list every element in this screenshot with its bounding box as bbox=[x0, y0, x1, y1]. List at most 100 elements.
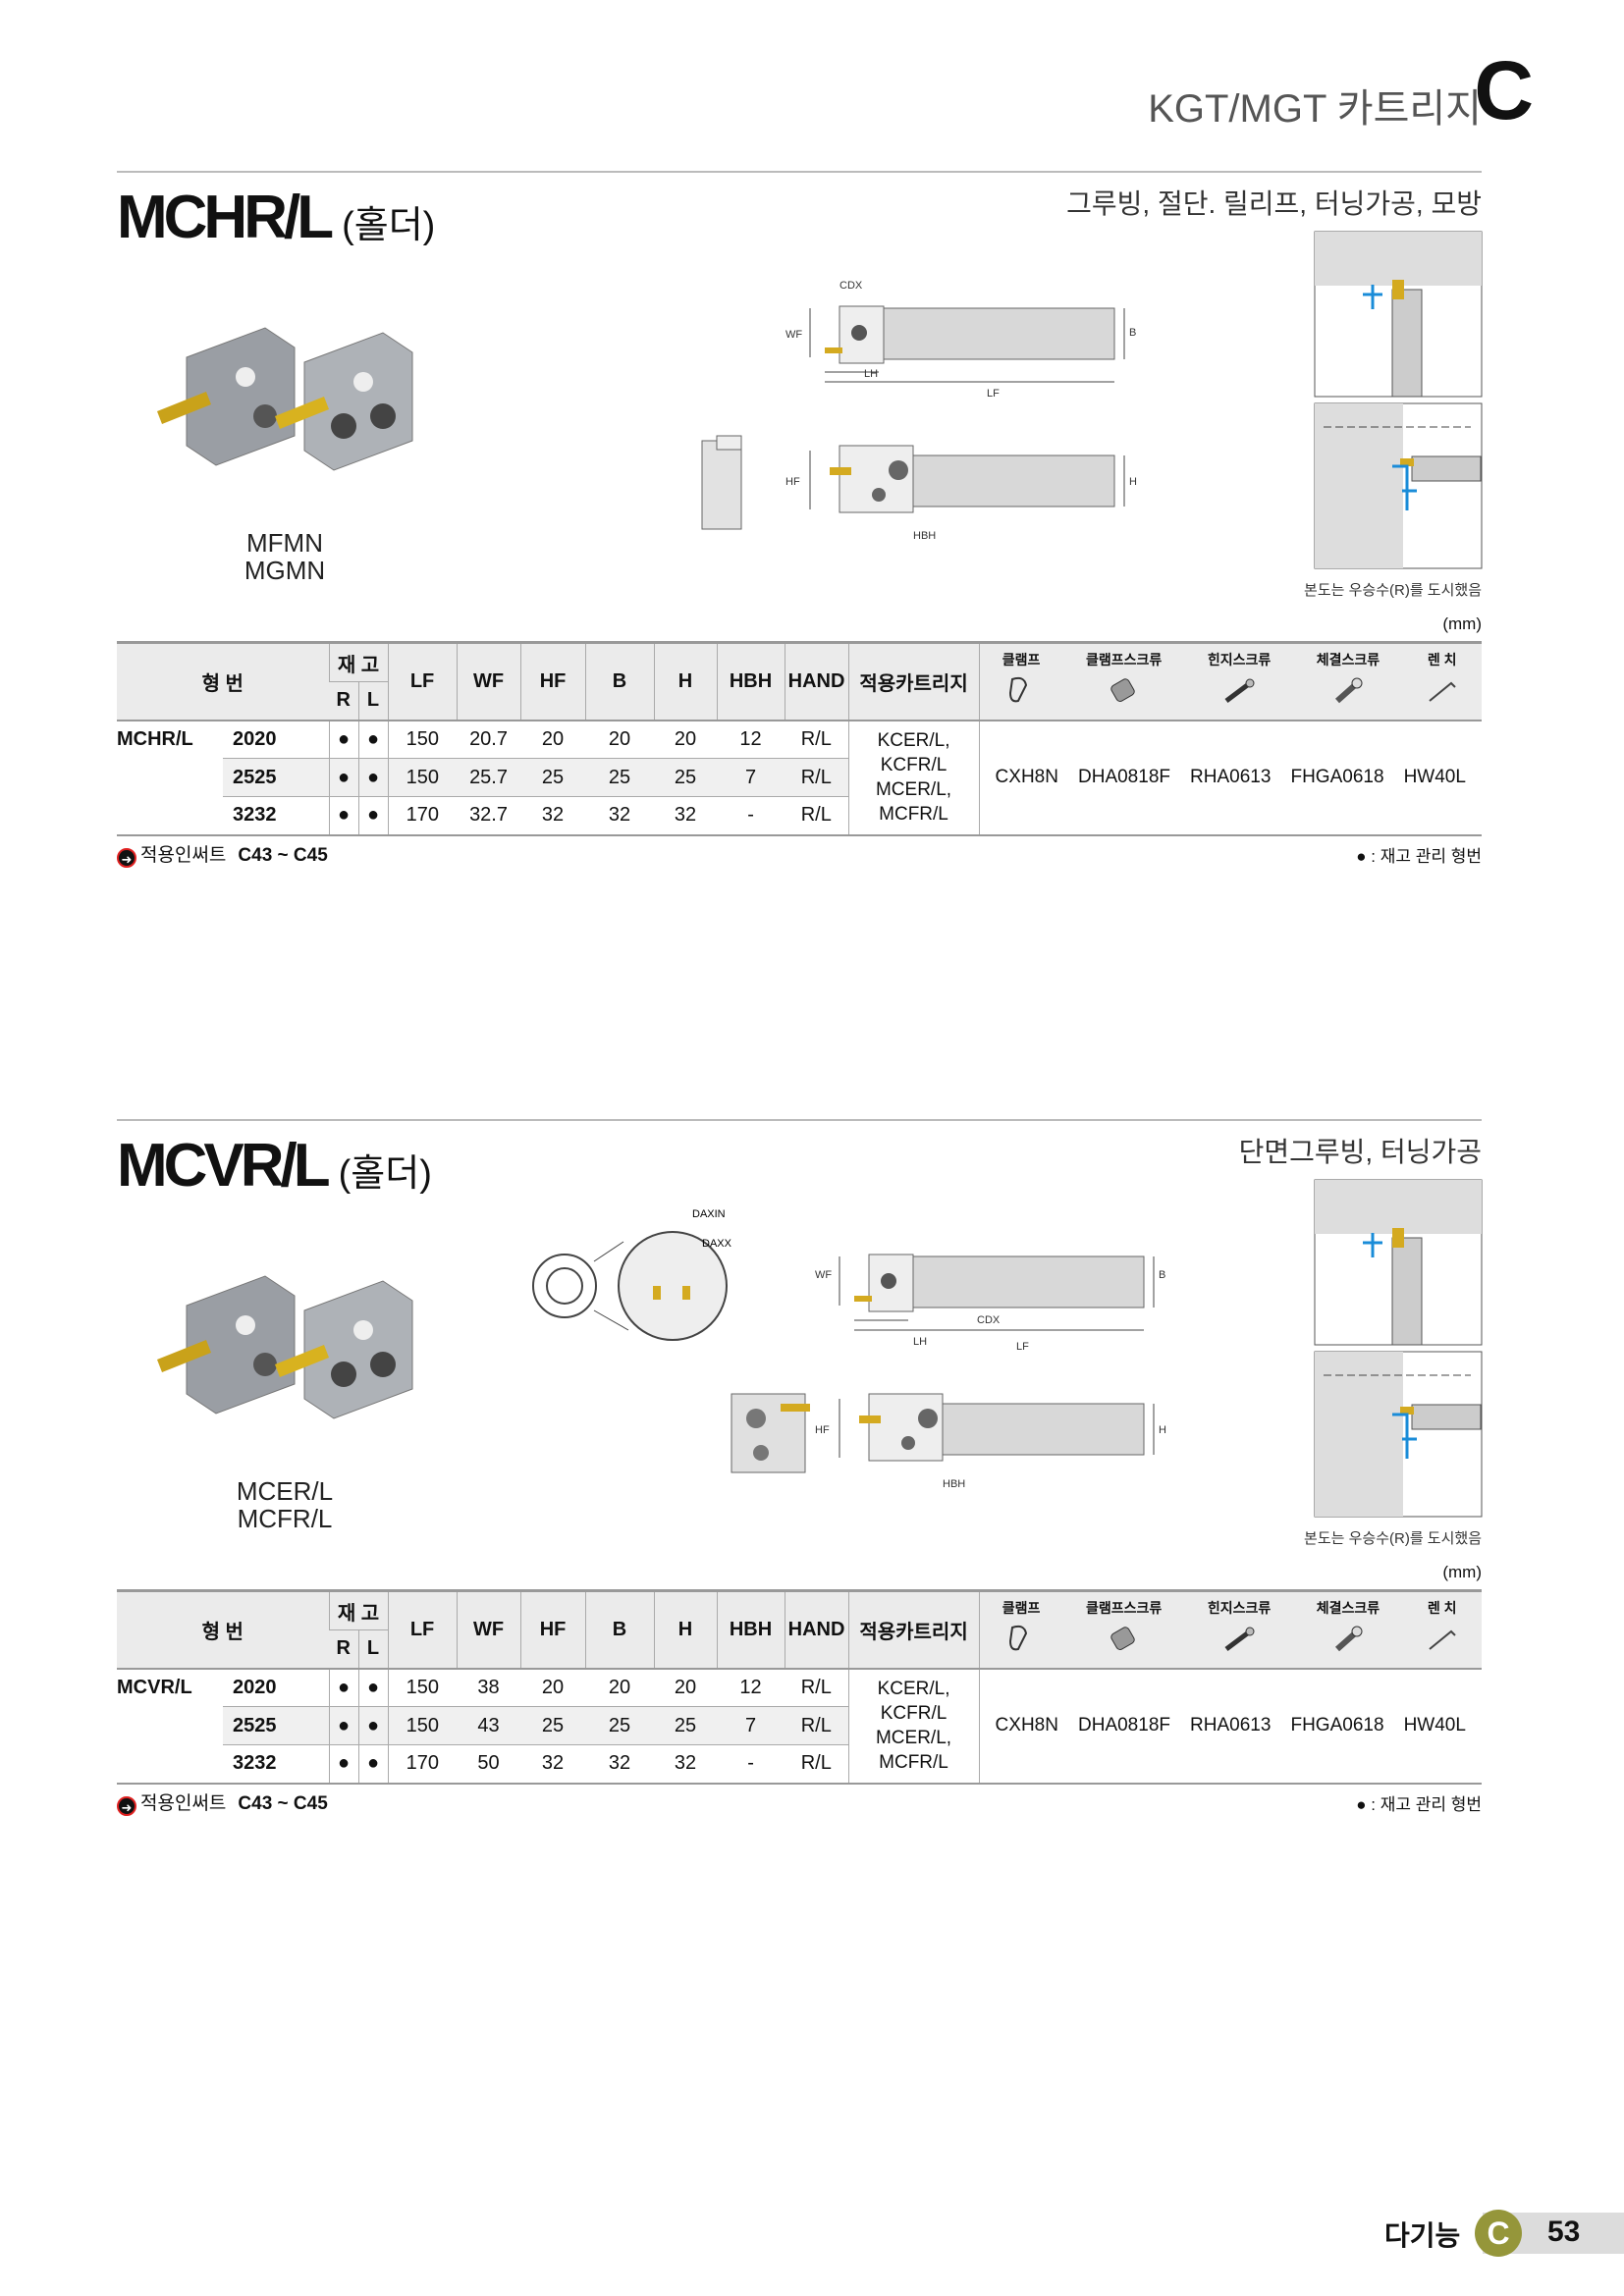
header-model: 형 번 bbox=[117, 1590, 330, 1669]
cell-hand: R/L bbox=[785, 1744, 849, 1784]
section-divider bbox=[117, 1119, 1482, 1121]
cell-hf: 20 bbox=[541, 727, 565, 750]
stock-r: ● bbox=[328, 1668, 359, 1707]
cell-hbh: 12 bbox=[739, 727, 762, 750]
header-wf: WF bbox=[456, 1590, 521, 1669]
part-header: 렌 치 bbox=[1426, 1598, 1459, 1661]
cell-h: 20 bbox=[674, 1676, 697, 1698]
insert-label: 적용인써트 bbox=[140, 1793, 227, 1814]
size-cell: 2525 bbox=[223, 1706, 330, 1745]
dim-label-cdx: CDX bbox=[839, 280, 863, 292]
cell-lf: 170 bbox=[387, 796, 458, 835]
cell-hf: 25 bbox=[520, 758, 586, 797]
page-footer: 다기능 C 53 bbox=[1375, 2210, 1624, 2258]
stock-l: ● bbox=[357, 796, 389, 835]
stock-l: ● bbox=[357, 720, 389, 759]
diagram-caption: 본도는 우승수(R)를 도시했음 bbox=[1304, 1530, 1482, 1547]
cell-lf: 150 bbox=[387, 1668, 458, 1707]
header-lf: LF bbox=[387, 642, 458, 721]
cell-h: 32 bbox=[654, 796, 718, 835]
header-r: R bbox=[329, 1629, 359, 1669]
cell-hbh: 12 bbox=[739, 1676, 762, 1698]
size-cell: 3232 bbox=[223, 1744, 330, 1784]
cell-wf: 20.7 bbox=[469, 727, 508, 750]
cell-hbh: - bbox=[717, 1744, 785, 1784]
clamp-screw-icon bbox=[1108, 675, 1141, 713]
compatible-cartridge-label: MGMN bbox=[244, 556, 326, 585]
header-hf: HF bbox=[519, 1590, 586, 1669]
cartridge-insert-image bbox=[157, 327, 413, 471]
part-header: 클램프 bbox=[1001, 1598, 1041, 1661]
header-hbh: HBH bbox=[716, 1590, 785, 1669]
cell-lf: 150 bbox=[387, 1706, 458, 1745]
cell-hand: R/L bbox=[800, 727, 832, 750]
cell-b: 25 bbox=[585, 1706, 655, 1745]
header-r: R bbox=[329, 681, 359, 721]
hinge-screw-icon bbox=[1222, 1624, 1256, 1661]
model-cell: MCVR/L bbox=[117, 1677, 192, 1698]
part-name: 클램프 bbox=[1001, 1600, 1041, 1617]
part-name: 클램프스크류 bbox=[1085, 652, 1163, 668]
part-header: 힌지스크류 bbox=[1208, 650, 1271, 713]
part-header: 클램프스크류 bbox=[1086, 1598, 1162, 1661]
compatible-cartridge-label: MFMN bbox=[246, 528, 323, 558]
insert-label: 적용인써트 bbox=[140, 845, 227, 866]
dim-label-hbh: HBH bbox=[913, 530, 936, 542]
unit-label: (mm) bbox=[1442, 614, 1482, 633]
model-cell bbox=[117, 1745, 223, 1784]
part-header: 체결스크류 bbox=[1317, 650, 1380, 713]
part-code: CXH8N bbox=[995, 1715, 1058, 1735]
dim-label-h: H bbox=[1129, 476, 1137, 488]
application-subtitle: 그루빙, 절단. 릴리프, 터닝가공, 모방 bbox=[1066, 188, 1482, 219]
dim-label-hbh: HBH bbox=[943, 1478, 965, 1490]
cell-b: 32 bbox=[585, 1744, 655, 1784]
cell-wf: 50 bbox=[457, 1744, 521, 1784]
part-name: 클램프 bbox=[1001, 652, 1041, 668]
model-cell bbox=[117, 1707, 223, 1745]
dim-label-b: B bbox=[1129, 327, 1136, 339]
product-title: MCVR/L(홀더) bbox=[117, 1131, 432, 1201]
dim-label-b: B bbox=[1159, 1269, 1165, 1281]
fastening-screw-icon bbox=[1331, 675, 1365, 713]
hinge-screw-icon bbox=[1222, 675, 1256, 713]
header-lf: LF bbox=[387, 1590, 458, 1669]
cell-b: 20 bbox=[608, 727, 631, 750]
compatible-cartridge-label: MCFR/L bbox=[237, 1504, 333, 1533]
product-image bbox=[147, 1266, 442, 1448]
part-header: 체결스크류 bbox=[1317, 1598, 1380, 1661]
part-code: CXH8N bbox=[995, 767, 1058, 787]
cell-h: 32 bbox=[654, 1744, 718, 1784]
size-cell: 2020 bbox=[233, 1676, 277, 1698]
insert-range: C43 ~ C45 bbox=[238, 1793, 328, 1814]
header-h: H bbox=[653, 642, 718, 721]
cell-hand: R/L bbox=[785, 758, 849, 797]
part-code: DHA0818F bbox=[1078, 1715, 1170, 1735]
header-b: B bbox=[584, 1590, 655, 1669]
model-cell bbox=[117, 759, 223, 797]
part-code: HW40L bbox=[1403, 1715, 1466, 1735]
part-code: FHGA0618 bbox=[1290, 1715, 1384, 1735]
cell-hf: 20 bbox=[541, 1676, 565, 1698]
clamp-icon bbox=[1004, 1624, 1038, 1661]
part-name: 체결스크류 bbox=[1316, 1600, 1380, 1617]
clamp-screw-icon bbox=[1108, 1624, 1141, 1661]
cell-hand: R/L bbox=[800, 1676, 832, 1698]
cell-hbh: 7 bbox=[717, 758, 785, 797]
cell-lf: 150 bbox=[387, 720, 458, 759]
stock-r: ● bbox=[328, 1706, 359, 1745]
footer-category: 다기능 bbox=[1384, 2220, 1461, 2251]
header-l: L bbox=[357, 1629, 389, 1669]
product-image bbox=[147, 318, 442, 500]
header-model: 형 번 bbox=[117, 642, 330, 721]
chapter-title: KGT/MGT 카트리지 bbox=[1148, 87, 1482, 131]
